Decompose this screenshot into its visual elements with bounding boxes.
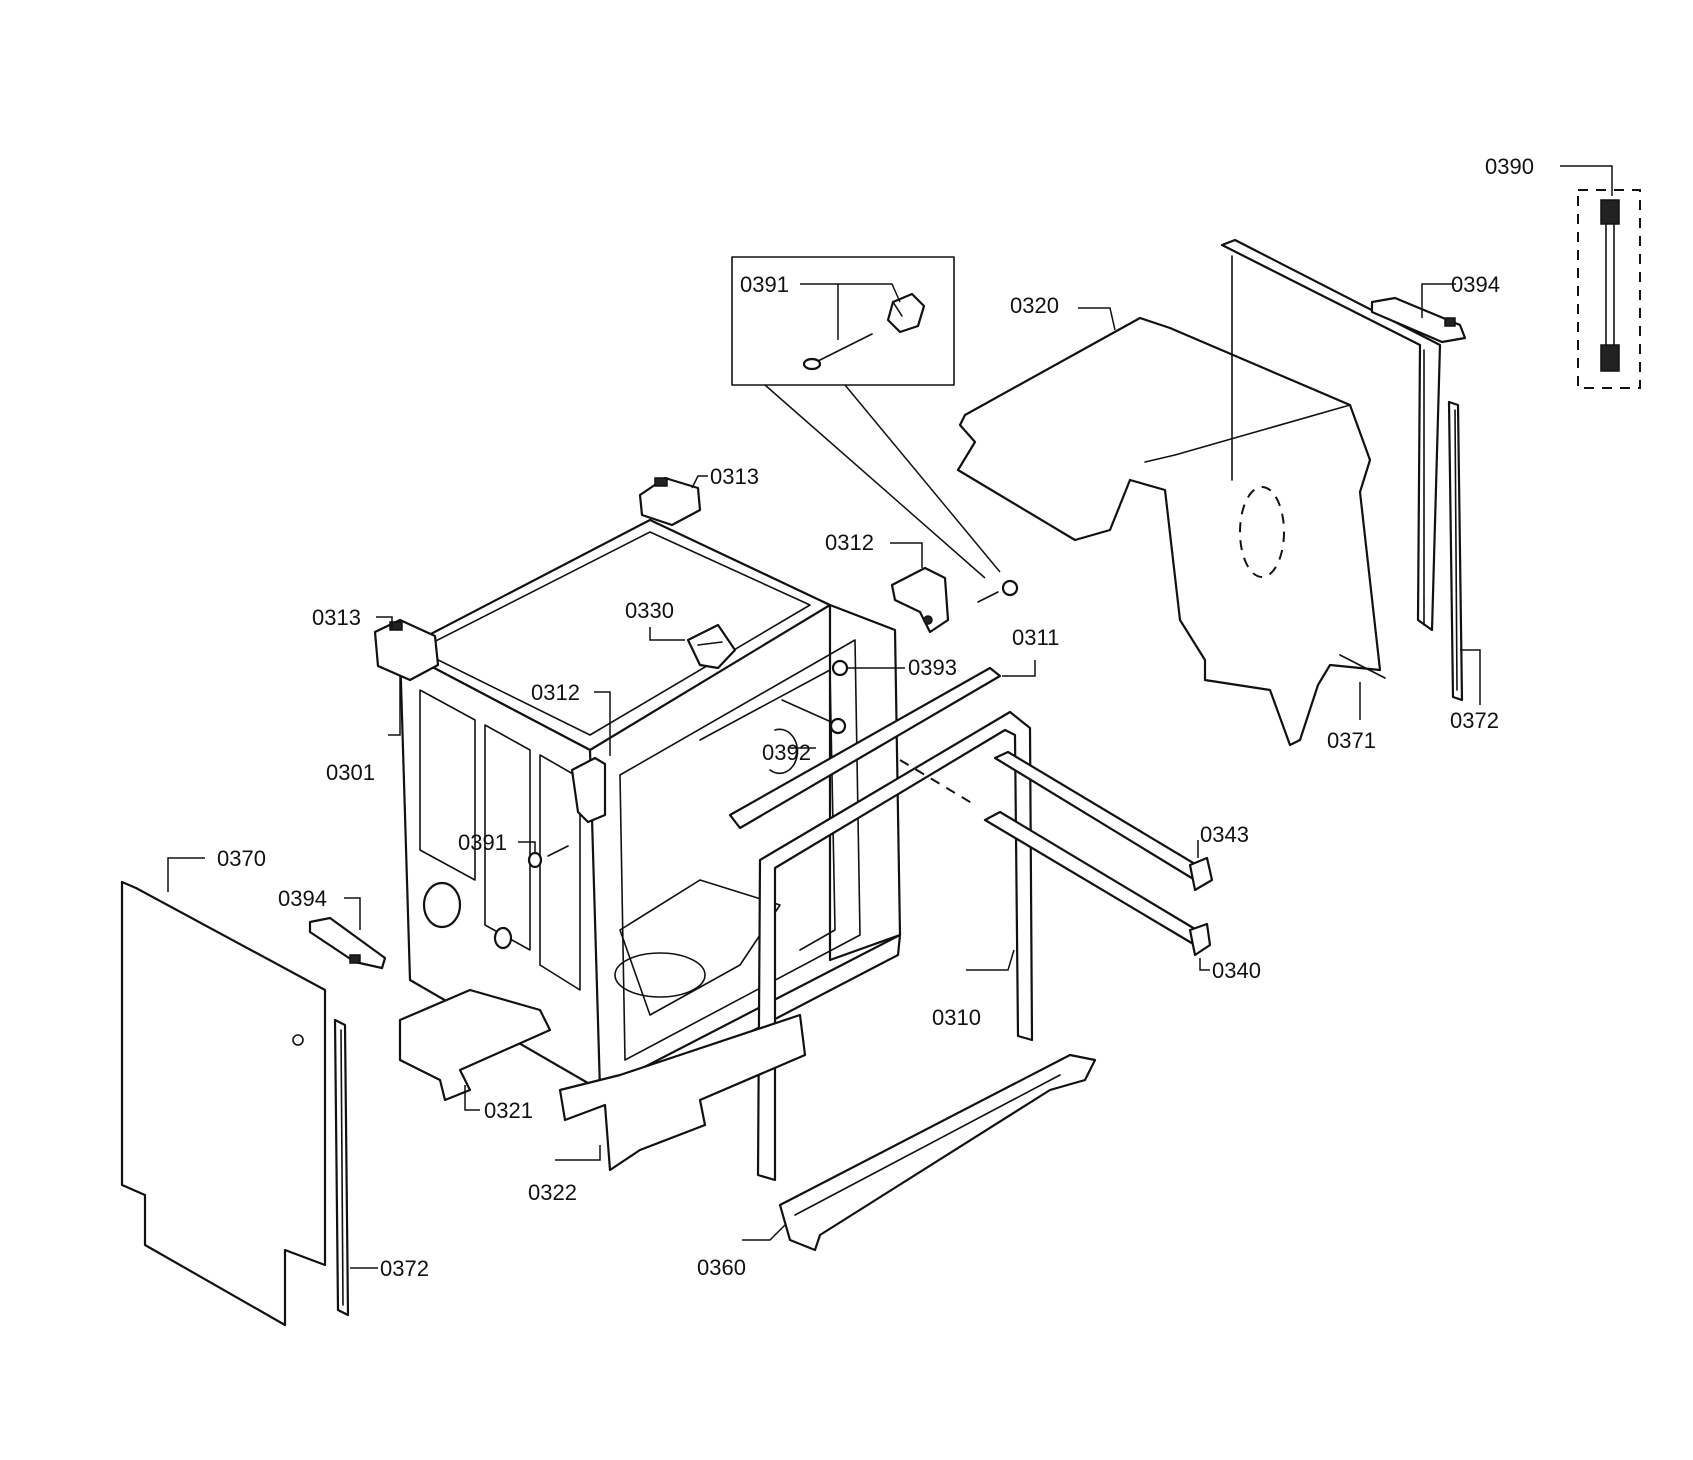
label-0301: 0301	[326, 760, 375, 785]
label-0372-bottom: 0372	[380, 1256, 429, 1281]
kick-plate-0360	[742, 1053, 1097, 1252]
corner-bracket-0313-top	[638, 475, 708, 527]
screw-detail-box	[731, 256, 1019, 603]
side-panel-left-0370	[120, 857, 327, 1327]
base-panel-0321	[398, 988, 552, 1111]
rail-0343	[993, 750, 1214, 892]
label-0312-mid: 0312	[531, 680, 580, 705]
rail-0311	[728, 660, 1036, 830]
label-0391-mid: 0391	[458, 830, 507, 855]
bracket-0394-left	[308, 897, 387, 970]
insulation-panel-0320	[956, 307, 1382, 747]
label-0370: 0370	[217, 846, 266, 871]
label-0310: 0310	[932, 1005, 981, 1030]
label-0313-top: 0313	[710, 464, 759, 489]
label-0372-top: 0372	[1450, 708, 1499, 733]
label-0313-left: 0313	[312, 605, 361, 630]
label-0391-detail: 0391	[740, 272, 789, 297]
label-0320: 0320	[1010, 293, 1059, 318]
label-0312-right: 0312	[825, 530, 874, 555]
label-0343: 0343	[1200, 822, 1249, 847]
bracket-0394-right	[1370, 283, 1467, 344]
bracket-0312-mid	[570, 691, 611, 824]
label-0360: 0360	[697, 1255, 746, 1280]
label-0394-left: 0394	[278, 886, 327, 911]
label-0371: 0371	[1327, 728, 1376, 753]
corner-bracket-0313-left	[373, 616, 440, 682]
tub-frame-0301	[388, 518, 902, 1107]
trim-strip-0372-left	[333, 1018, 378, 1317]
label-0311: 0311	[1012, 625, 1059, 650]
label-0394-top: 0394	[1451, 272, 1500, 297]
label-0330: 0330	[625, 598, 674, 623]
trim-strip-0372-right	[1447, 400, 1481, 705]
screw-0391-mid	[518, 841, 569, 869]
label-0322: 0322	[528, 1180, 577, 1205]
base-panel-0322	[555, 1013, 807, 1172]
label-0390: 0390	[1485, 154, 1534, 179]
projection-line	[899, 759, 976, 806]
label-0392: 0392	[762, 740, 811, 765]
latch-part-0330	[649, 623, 737, 670]
roller-0393	[831, 659, 905, 677]
side-panel-right-0371	[1220, 238, 1442, 720]
bracket-0312-right	[890, 542, 950, 634]
label-0321: 0321	[484, 1098, 533, 1123]
part-0392	[769, 699, 847, 775]
rail-0340	[983, 810, 1212, 971]
label-0393: 0393	[908, 655, 957, 680]
part-labels: 0390 0391 0394 0320 0313 0312 0330 0313 …	[217, 154, 1534, 1281]
label-0340: 0340	[1212, 958, 1261, 983]
door-seal-0310	[756, 710, 1034, 1182]
hose-part-0390	[1560, 165, 1641, 389]
